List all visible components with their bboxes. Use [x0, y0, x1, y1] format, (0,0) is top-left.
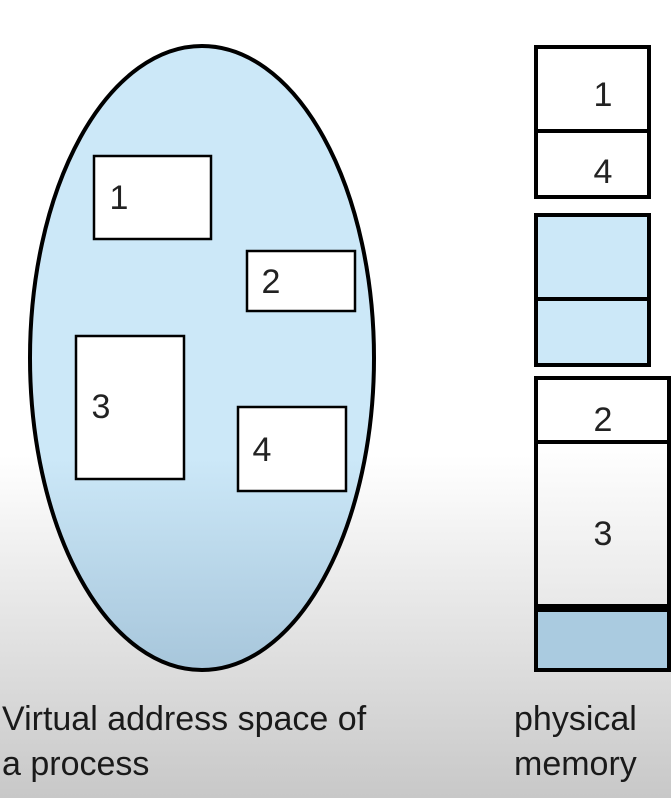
- virtual-segment-label: 4: [253, 431, 272, 469]
- virtual-segment-label: 2: [262, 263, 281, 301]
- physical-free-block: [534, 297, 651, 367]
- physical-block-label: 4: [594, 153, 613, 191]
- physical-block-label: 1: [594, 76, 613, 114]
- physical-block-2: 2: [534, 376, 671, 444]
- virtual-segment-2: 2: [245, 249, 357, 313]
- physical-memory-caption-line1: physical: [514, 700, 637, 738]
- physical-block-label: 2: [594, 401, 613, 439]
- virtual-segment-1: 1: [92, 154, 213, 241]
- virtual-segment-4: 4: [236, 405, 348, 493]
- virtual-segment-label: 1: [110, 179, 129, 217]
- virtual-segment-3: 3: [74, 334, 186, 481]
- physical-block-1: 1: [534, 45, 651, 133]
- virtual-space-caption-line1: Virtual address space of: [2, 700, 367, 738]
- virtual-space-caption-line2: a process: [2, 745, 150, 783]
- physical-block-4: 4: [534, 129, 651, 199]
- physical-memory-caption-line2: memory: [514, 745, 637, 783]
- physical-block-label: 3: [594, 515, 613, 553]
- physical-block-3: 3: [534, 440, 671, 610]
- virtual-segment-label: 3: [92, 388, 111, 426]
- physical-memory-caption: physical memory: [514, 697, 637, 787]
- virtual-space-caption: Virtual address space of a process: [2, 697, 366, 787]
- physical-free-block-bottom: [534, 604, 671, 672]
- physical-free-block: [534, 213, 651, 301]
